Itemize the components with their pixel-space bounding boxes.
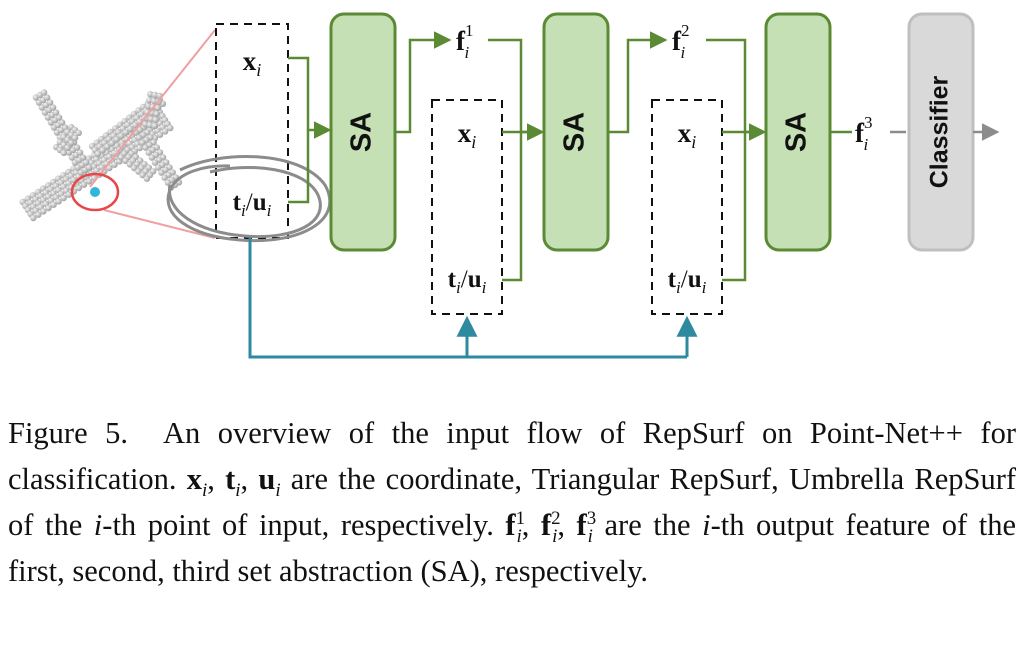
sa-block-2: SA <box>542 12 610 252</box>
input-box <box>215 23 289 239</box>
flow-ti-to-sa1 <box>288 130 310 204</box>
annotation-scribble <box>166 155 332 243</box>
flow-xi-to-sa1 <box>288 56 332 139</box>
svg-text:SA: SA <box>346 112 378 152</box>
sa-block-1: SA <box>329 12 397 252</box>
input-box-3 <box>651 99 723 315</box>
input-coordinate-label-3: xi <box>678 118 697 152</box>
figure-caption: Figure 5. An overview of the input flow … <box>8 416 1017 588</box>
svg-text:SA: SA <box>559 112 591 152</box>
svg-text:Classifier: Classifier <box>926 75 954 188</box>
input-box-2 <box>431 99 503 315</box>
flow-ti3-to-sa3 <box>722 132 747 282</box>
highlight-circle <box>70 172 120 212</box>
flow-sa1-to-f1 <box>395 31 452 134</box>
highlight-point <box>90 187 100 197</box>
zoom-line-top <box>89 29 216 188</box>
input-repsurf-label-3: ti/ui <box>668 266 707 297</box>
zoom-line-bottom <box>103 209 216 239</box>
caption-label: Figure 5. <box>8 416 128 450</box>
repsurf-flow-line <box>248 238 687 359</box>
input-repsurf-label: ti/ui <box>233 189 272 220</box>
classifier-block: Classifier <box>907 12 975 252</box>
input-repsurf-label-2: ti/ui <box>448 266 487 297</box>
sa-block-3: SA <box>764 12 832 252</box>
input-coordinate-label-2: xi <box>458 118 477 152</box>
flow-ti2-to-sa2 <box>502 132 523 282</box>
airplane-point-cloud <box>19 89 183 222</box>
input-coordinate-label: xi <box>243 46 262 80</box>
svg-text:SA: SA <box>781 112 813 152</box>
flow-sa2-to-f2 <box>608 31 668 134</box>
flow-f1-to-sa2 <box>488 38 545 141</box>
flow-f2-to-sa3 <box>706 38 767 141</box>
